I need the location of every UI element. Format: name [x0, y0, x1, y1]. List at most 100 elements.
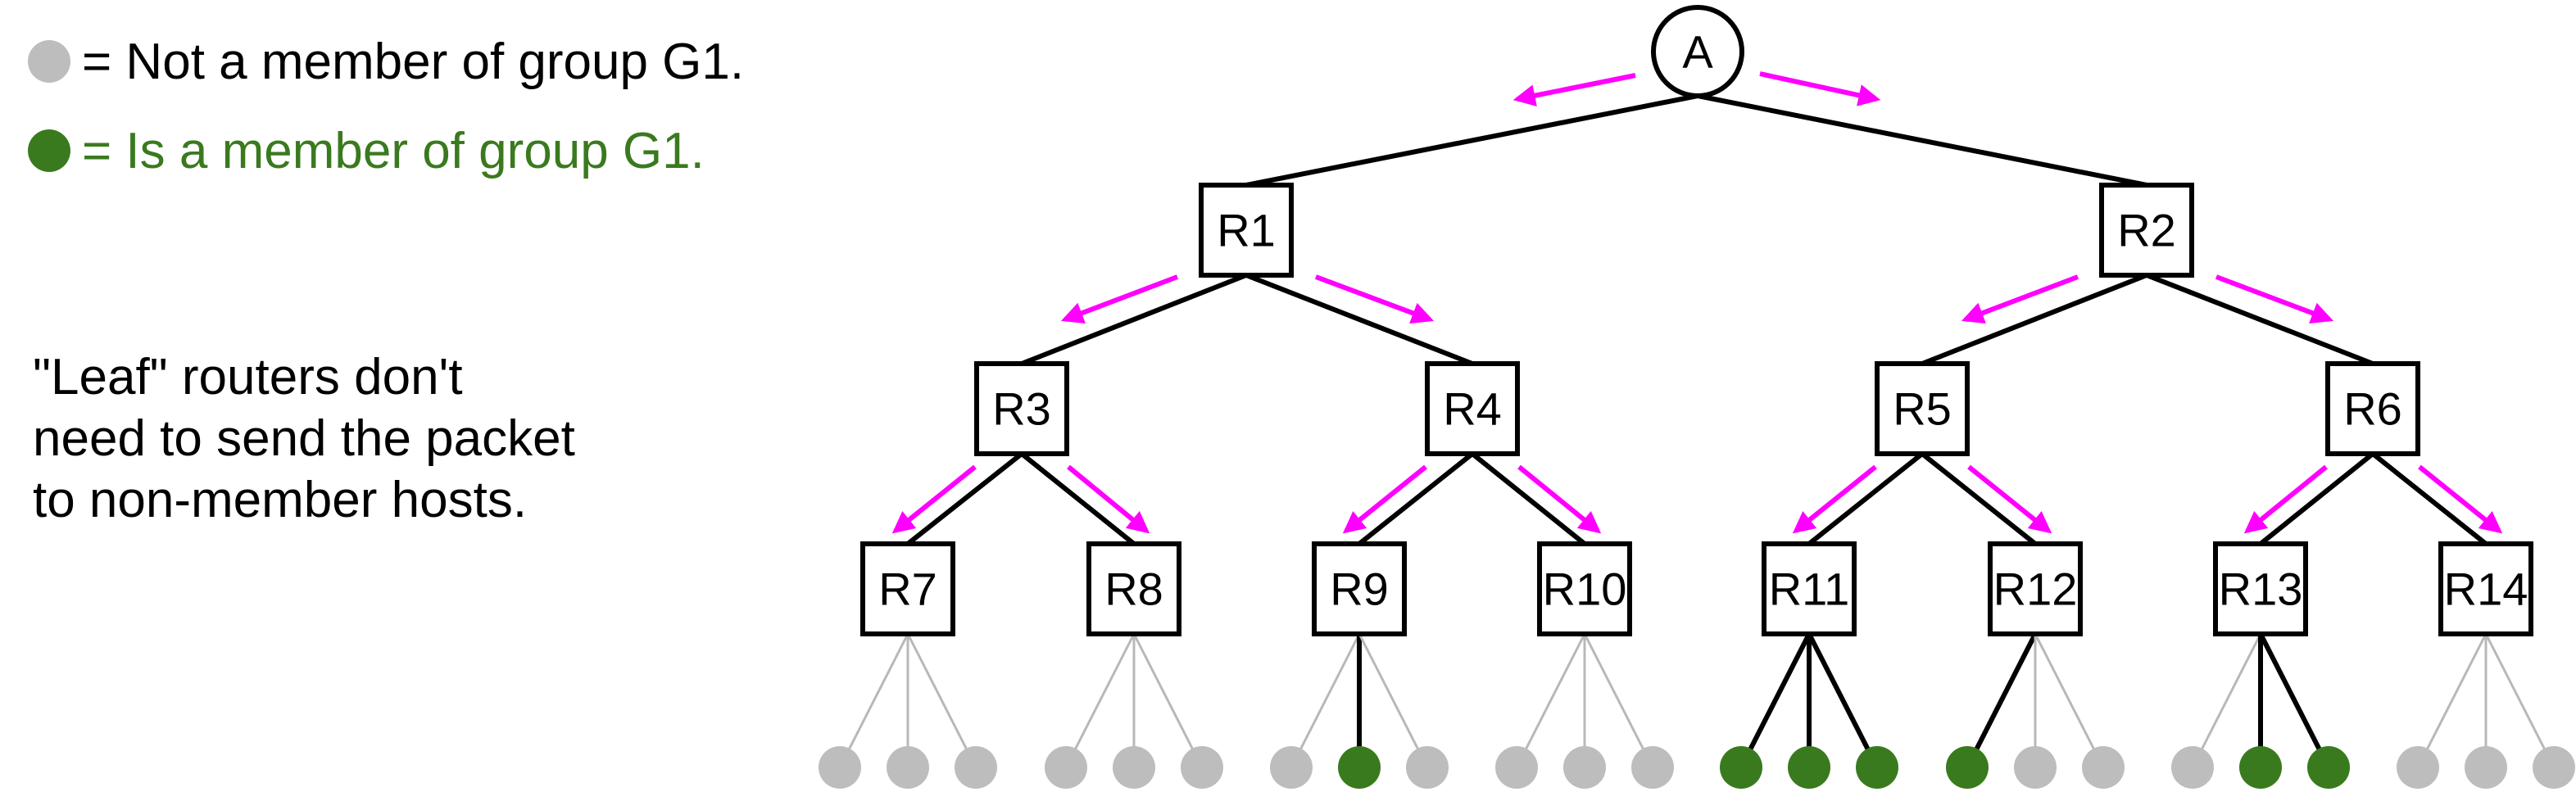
- arrow-a-left: [1512, 73, 1636, 106]
- router-label: R6: [2343, 383, 2402, 435]
- router-box: [974, 361, 1069, 456]
- member-host-dot: [1720, 746, 1762, 789]
- router-label: R11: [1769, 563, 1850, 615]
- router-box: [1875, 361, 1970, 456]
- member-host-dot: [1946, 746, 1989, 789]
- host-link: [2191, 633, 2262, 768]
- router-r14: R14: [2438, 541, 2533, 636]
- host-link: [2034, 633, 2105, 768]
- edge-r4-r10: [1471, 451, 1586, 546]
- non-member-host-dot: [1181, 746, 1223, 789]
- non-member-host-dot: [2171, 746, 2214, 789]
- forwarding-arrows: [891, 71, 2503, 534]
- router-box: [2438, 541, 2533, 636]
- edge-r6-r13: [2259, 451, 2374, 546]
- legend-non-member-label: = Not a member of group G1.: [82, 34, 744, 90]
- edge-a-r2: [1697, 93, 2147, 188]
- router-r7: R7: [860, 541, 955, 636]
- note-line: need to send the packet: [33, 410, 575, 467]
- arrow-r5-left: [1792, 464, 1877, 534]
- non-member-host-dot: [2082, 746, 2125, 789]
- note: "Leaf" routers don't need to send the pa…: [33, 349, 575, 528]
- edge-r4-r9: [1358, 451, 1474, 546]
- non-member-host-dot: [955, 746, 997, 789]
- member-host-dot: [1788, 746, 1830, 789]
- legend-non-member-dot: [28, 40, 70, 83]
- router-box: [1762, 541, 1857, 636]
- router-box: [1199, 183, 1294, 278]
- source-node-circle: [1651, 5, 1744, 98]
- arrow-r2-right: [2215, 274, 2334, 324]
- arrow-r4-right: [1517, 464, 1602, 534]
- host-link: [838, 633, 909, 768]
- router-r5: R5: [1875, 361, 1970, 456]
- edge-r2-r6: [2145, 273, 2374, 366]
- edge-r3-r8: [1020, 451, 1136, 546]
- source-node: A: [1651, 5, 1744, 98]
- router-r11: R11: [1762, 541, 1857, 636]
- router-label: R9: [1330, 563, 1389, 615]
- legend-member-dot: [28, 129, 70, 172]
- host-link: [2416, 633, 2488, 768]
- host-link: [1290, 633, 1361, 768]
- router-r2: R2: [2099, 183, 2194, 278]
- non-member-host-dot: [2533, 746, 2575, 789]
- non-member-host-dot: [2014, 746, 2057, 789]
- router-box: [2099, 183, 2194, 278]
- edge-r5-r12: [1921, 451, 2037, 546]
- router-box: [1312, 541, 1407, 636]
- member-host-dot: [1856, 746, 1898, 789]
- router-r3: R3: [974, 361, 1069, 456]
- arrow-r1-right: [1314, 274, 1435, 324]
- source-node-label: A: [1682, 26, 1713, 78]
- host-link: [1965, 632, 2038, 769]
- host-link: [1807, 632, 1880, 769]
- router-r9: R9: [1312, 541, 1407, 636]
- arrow-a-right: [1759, 71, 1881, 106]
- arrow-r2-left: [1961, 274, 2079, 324]
- host-link: [2258, 632, 2331, 769]
- host-link: [1583, 633, 1654, 768]
- edge-r1-r4: [1245, 273, 1474, 366]
- member-host-dot: [2239, 746, 2282, 789]
- tree-edges: [906, 93, 2488, 546]
- router-label: R12: [1993, 563, 2078, 615]
- non-member-host-dot: [1495, 746, 1538, 789]
- host-link: [1739, 632, 1812, 769]
- arrow-r6-left: [2243, 464, 2328, 534]
- router-label: R8: [1104, 563, 1163, 615]
- non-member-host-dot: [819, 746, 861, 789]
- edge-r1-r3: [1020, 273, 1248, 366]
- router-r8: R8: [1086, 541, 1181, 636]
- legend: = Not a member of group G1. = Is a membe…: [28, 34, 744, 179]
- router-label: R3: [992, 383, 1051, 435]
- router-r1: R1: [1199, 183, 1294, 278]
- host-link: [1358, 633, 1429, 768]
- router-label: R4: [1443, 383, 1502, 435]
- router-label: R13: [2219, 563, 2303, 615]
- non-member-host-dot: [1045, 746, 1087, 789]
- router-box: [1988, 541, 2083, 636]
- host-link: [1064, 633, 1136, 768]
- router-r6: R6: [2325, 361, 2420, 456]
- host-link: [1132, 633, 1204, 768]
- member-host-dot: [2307, 746, 2350, 789]
- note-line: to non-member hosts.: [33, 472, 527, 528]
- router-r12: R12: [1988, 541, 2083, 636]
- non-member-host-dot: [1631, 746, 1674, 789]
- router-label: R10: [1543, 563, 1627, 615]
- router-r13: R13: [2213, 541, 2308, 636]
- note-line: "Leaf" routers don't: [33, 349, 463, 405]
- edge-a-r1: [1245, 93, 1698, 188]
- non-member-host-dot: [1563, 746, 1606, 789]
- legend-member-label: = Is a member of group G1.: [82, 123, 705, 179]
- host-link: [906, 633, 977, 768]
- edge-r3-r7: [906, 451, 1023, 546]
- member-host-dot: [1338, 746, 1381, 789]
- arrow-r5-right: [1967, 464, 2052, 534]
- router-box: [860, 541, 955, 636]
- router-r10: R10: [1537, 541, 1632, 636]
- router-label: R5: [1893, 383, 1952, 435]
- non-member-host-dot: [2397, 746, 2439, 789]
